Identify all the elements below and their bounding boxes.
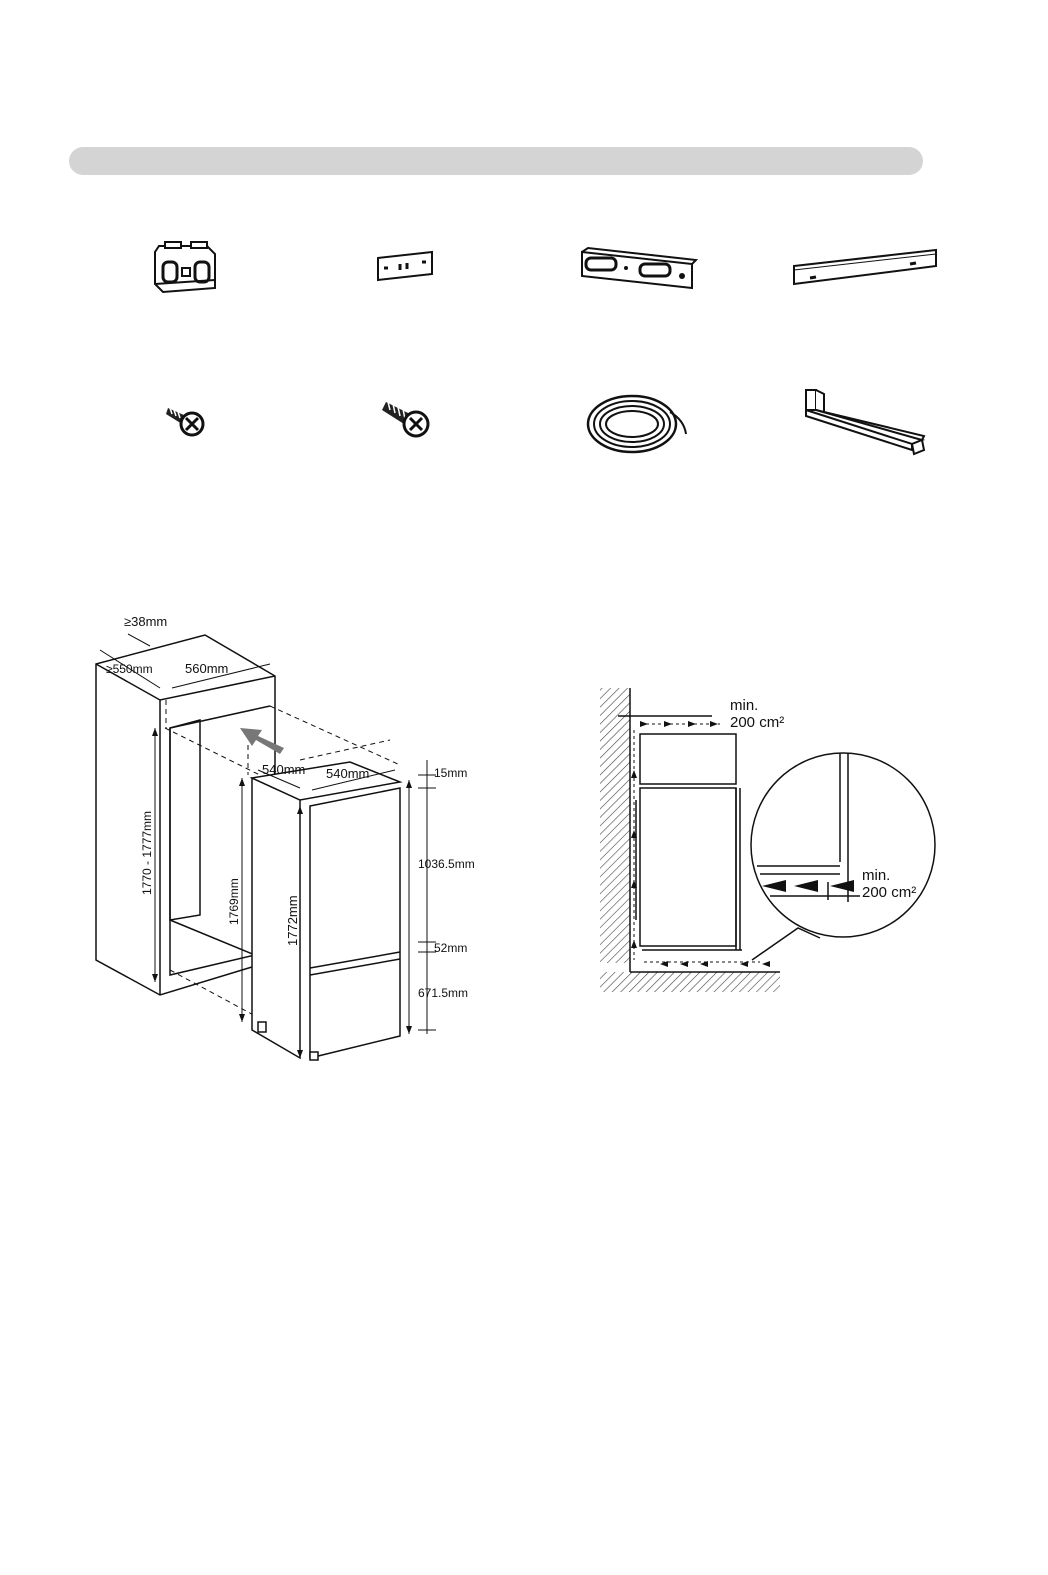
door-gap-label: 52mm xyxy=(434,941,467,955)
appliance-height-label: 1772mm xyxy=(285,895,300,946)
bottom-vent-min-label: min. xyxy=(862,867,890,884)
slotted-rail-icon xyxy=(578,246,698,292)
niche-height-label: 1770 - 1777mm xyxy=(140,811,154,895)
floor-hatch xyxy=(600,972,780,992)
appliance-width-label: 540mm xyxy=(326,766,369,781)
short-screw-icon xyxy=(164,400,208,440)
cover-strip-icon xyxy=(790,244,940,290)
top-vent-area-label: 200 cm² xyxy=(730,714,784,731)
appliance-outline xyxy=(252,762,400,1060)
wall-hatch xyxy=(600,688,630,963)
door-top-gap-label: 15mm xyxy=(434,766,467,780)
magnifier-circle xyxy=(751,753,935,937)
niche-outline xyxy=(96,635,275,995)
sealing-tape-roll-icon xyxy=(584,390,690,456)
appliance-side-height-label: 1769mm xyxy=(227,878,241,925)
niche-gap-label: ≥38mm xyxy=(124,614,167,629)
niche-depth-label: ≥550mm xyxy=(106,662,153,676)
section-header-bar xyxy=(69,147,923,175)
niche-width-label: 560mm xyxy=(185,661,228,676)
mounting-bracket-icon xyxy=(145,238,225,298)
top-vent-min-label: min. xyxy=(730,697,758,714)
installation-dimensions-diagram: ≥38mm ≥550mm 560mm 1770 - 1777mm 1769mm … xyxy=(85,605,500,1075)
magnifier-pointer xyxy=(752,928,820,960)
small-plate-icon xyxy=(374,248,436,284)
bottom-vent-area-label: 200 cm² xyxy=(862,884,916,901)
ventilation-diagram: min. 200 cm² min. 200 cm² xyxy=(595,680,945,995)
long-screw-icon xyxy=(382,396,432,442)
upper-door-label: 1036.5mm xyxy=(418,857,475,871)
lower-door-label: 671.5mm xyxy=(418,986,468,1000)
l-bracket-icon xyxy=(802,386,928,460)
appliance-depth-label: 540mm xyxy=(262,762,305,777)
